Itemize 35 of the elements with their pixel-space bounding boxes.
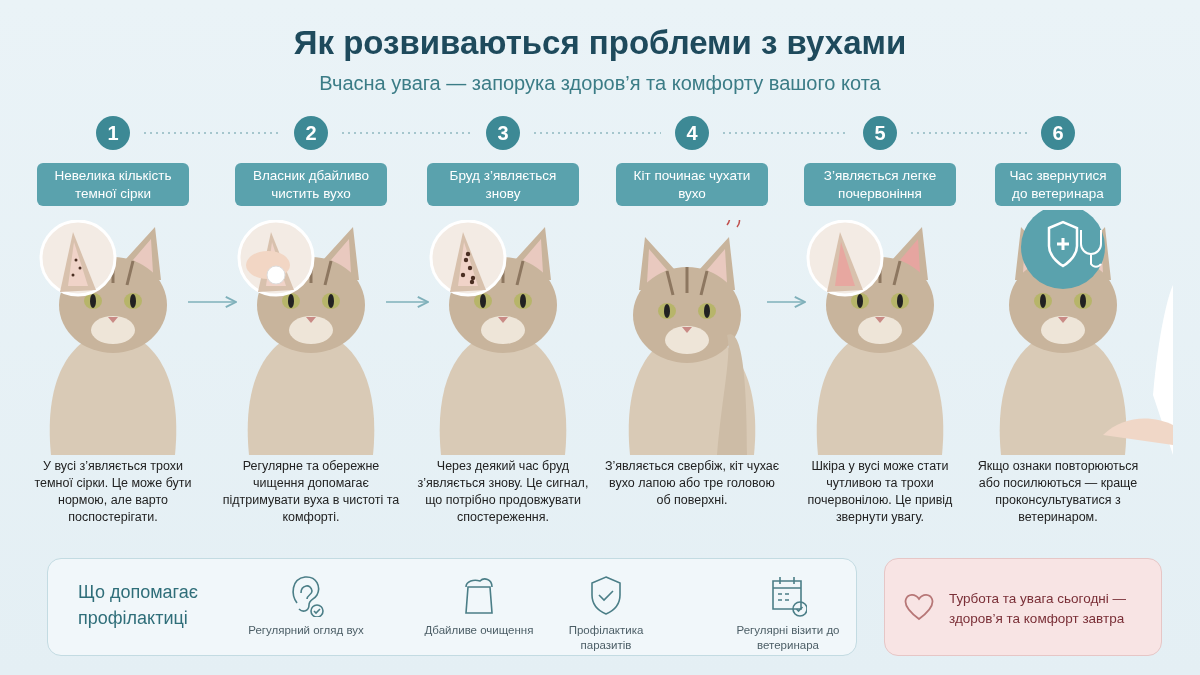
step-description: Шкіра у вусі може стати чутливою та трохи почервонілою. Це привід звернути увагу. xyxy=(806,458,954,526)
step-title-label: З’являється легке почервоніння xyxy=(804,163,956,206)
arrow xyxy=(187,295,237,309)
subtitle: Вчасна увага — запорука здоров’я та комфорту вашого кота xyxy=(318,72,882,95)
step-title-label: Невелика кількість темної сірки xyxy=(37,163,189,206)
step-number-badge: 4 xyxy=(675,116,709,150)
step-number-badge: 6 xyxy=(1041,116,1075,150)
arrow xyxy=(766,295,806,309)
step-title-label: Бруд з’являється знову xyxy=(427,163,579,206)
step-description: Через деякий час бруд з’являється знову. Це сигнал, що потрібно продовжувати спостереження. xyxy=(416,458,590,526)
step-number-badge: 5 xyxy=(863,116,897,150)
step-description: У вусі з’являється трохи темної сірки. Це може бути нормою, але варто поспостерігати. xyxy=(33,458,193,526)
reminder-card xyxy=(884,558,1162,656)
step-number-badge: 1 xyxy=(96,116,130,150)
item-label: Регулярний огляд вух xyxy=(247,623,365,638)
step-title-label: Кіт починає чухати вухо xyxy=(616,163,768,206)
step-description: Якщо ознаки повторюються або посилюються — краще проконсультуватися з ветеринаром. xyxy=(976,458,1140,526)
step-description: З’являється свербіж, кіт чухає вухо лапою або тре головою об поверхні. xyxy=(603,458,781,509)
prevention-panel xyxy=(47,558,857,656)
step-title-label: Власник дбайливо чистить вухо xyxy=(235,163,387,206)
dotted-connector xyxy=(143,132,281,134)
item-label: Профілактика паразитів xyxy=(567,623,645,653)
step-number-badge: 2 xyxy=(294,116,328,150)
title: Як розвиваються проблеми з вухами xyxy=(292,24,908,62)
step-number-badge: 3 xyxy=(486,116,520,150)
step-title-label: Час звернутися до ветеринара xyxy=(995,163,1121,206)
dotted-connector xyxy=(341,132,473,134)
panel-heading: Що допомагає профілактиці xyxy=(78,581,199,630)
item-label: Регулярні візити до ветеринара xyxy=(735,623,841,653)
item-label: Дбайливе очищення xyxy=(423,623,535,638)
step-description: Регулярне та обережне чищення допомагає підтримувати вуха в чистоті та комфорті. xyxy=(221,458,401,526)
arrow xyxy=(385,295,429,309)
dotted-connector xyxy=(533,132,662,134)
reminder-text: Турбота та увага сьогодні — здоров’я та комфорт завтра xyxy=(949,590,1127,628)
dotted-connector xyxy=(910,132,1028,134)
